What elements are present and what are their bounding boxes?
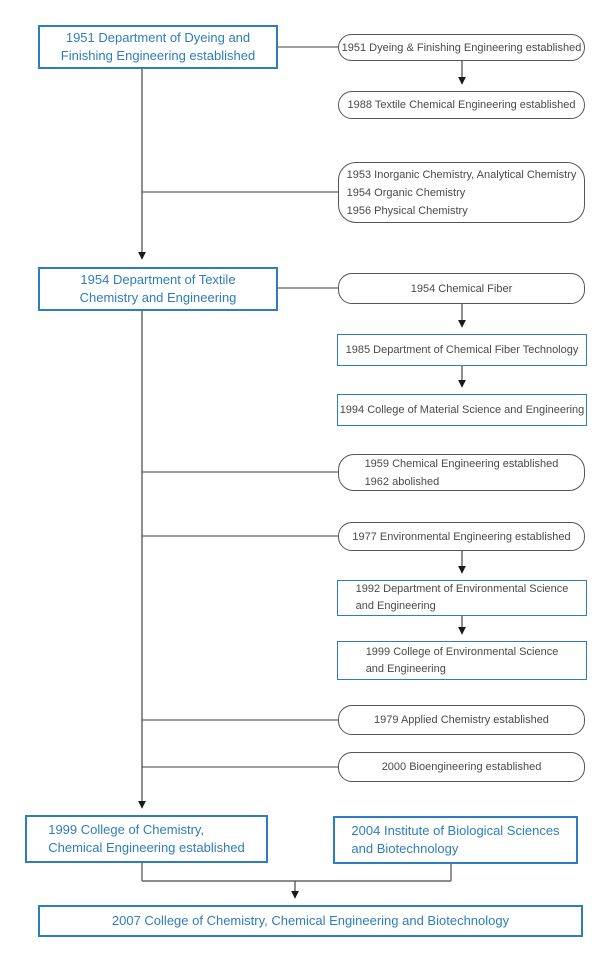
node-line: 2004 Institute of Biological Sciences xyxy=(351,823,560,838)
connector-merge-bottom xyxy=(141,863,452,882)
node-line: 1953 Inorganic Chemistry, Analytical Che… xyxy=(346,168,577,181)
node-college-chem-1999: 1999 College of Chemistry, Chemical Engi… xyxy=(25,815,268,863)
node-line: Chemical Engineering established xyxy=(48,840,245,855)
node-college-env-1999: 1999 College of Environmental Science an… xyxy=(337,641,587,680)
node-line: 1954 Chemical Fiber xyxy=(410,282,513,295)
node-line: 1994 College of Material Science and Eng… xyxy=(339,403,585,416)
node-env-eng-1977: 1977 Environmental Engineering establish… xyxy=(338,522,585,551)
node-inst-bio-2004: 2004 Institute of Biological Sciences an… xyxy=(333,816,578,864)
node-line: 2000 Bioengineering established xyxy=(381,761,542,773)
node-line: 1954 Department of Textile xyxy=(80,272,236,287)
node-line: 1985 Department of Chemical Fiber Techno… xyxy=(345,343,579,356)
node-line: 1992 Department of Environmental Science xyxy=(355,583,569,595)
node-chem-eng-1959: 1959 Chemical Engineering established 19… xyxy=(338,454,585,491)
node-dept-chem-fiber-1985: 1985 Department of Chemical Fiber Techno… xyxy=(337,334,587,366)
node-dept-env-1992: 1992 Department of Environmental Science… xyxy=(337,580,587,616)
node-line: 1988 Textile Chemical Engineering establ… xyxy=(347,99,576,111)
node-college-2007: 2007 College of Chemistry, Chemical Engi… xyxy=(38,905,583,937)
node-line: 1951 Department of Dyeing and xyxy=(65,30,251,45)
node-line: 1977 Environmental Engineering establish… xyxy=(352,530,571,543)
node-line: 1999 College of Environmental Science xyxy=(365,645,559,658)
node-textile-chem-1988: 1988 Textile Chemical Engineering establ… xyxy=(338,91,585,119)
node-line: and Biotechnology xyxy=(351,841,459,856)
node-line: Finishing Engineering established xyxy=(60,48,256,63)
node-bioeng-2000: 2000 Bioengineering established xyxy=(338,752,585,782)
node-line: 1954 Organic Chemistry xyxy=(346,186,466,199)
node-dept-dyeing-1951: 1951 Department of Dyeing and Finishing … xyxy=(38,25,278,69)
node-line: 1959 Chemical Engineering established xyxy=(364,457,559,470)
node-dept-textile-1954: 1954 Department of Textile Chemistry and… xyxy=(38,267,278,311)
node-dyeing-est-1951: 1951 Dyeing & Finishing Engineering esta… xyxy=(338,34,585,61)
node-college-material-1994: 1994 College of Material Science and Eng… xyxy=(337,394,587,426)
node-line: Chemistry and Engineering xyxy=(79,290,237,305)
node-line: and Engineering xyxy=(355,600,436,612)
node-line: 1956 Physical Chemistry xyxy=(346,204,468,217)
node-line: 1999 College of Chemistry, xyxy=(48,822,205,837)
node-line: 1951 Dyeing & Finishing Engineering esta… xyxy=(341,41,582,54)
node-line: 1962 abolished xyxy=(364,475,440,488)
node-chemical-fiber-1954: 1954 Chemical Fiber xyxy=(338,273,585,304)
node-chem-group-1953: 1953 Inorganic Chemistry, Analytical Che… xyxy=(338,162,585,223)
node-applied-chem-1979: 1979 Applied Chemistry established xyxy=(338,705,585,735)
node-line: 2007 College of Chemistry, Chemical Engi… xyxy=(111,913,510,928)
node-line: and Engineering xyxy=(365,662,446,675)
node-line: 1979 Applied Chemistry established xyxy=(374,714,549,726)
